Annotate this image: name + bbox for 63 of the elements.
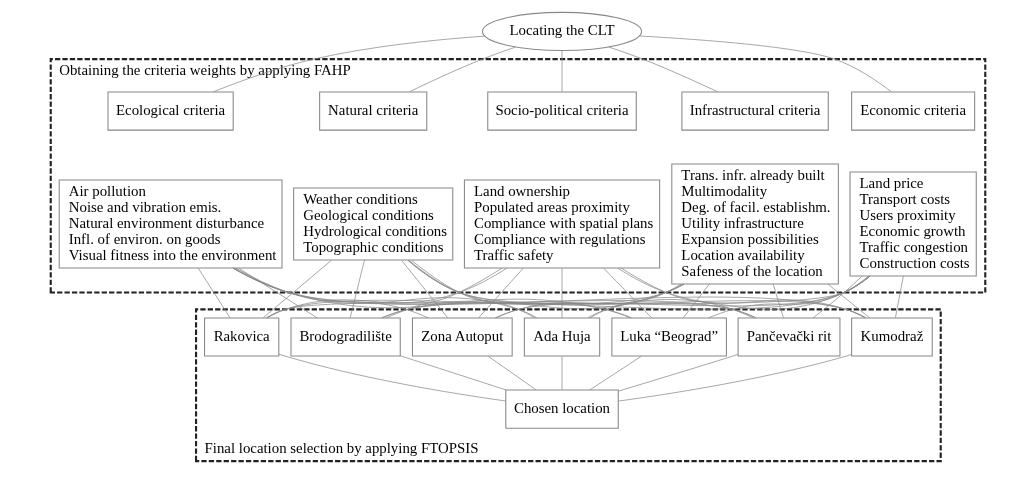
connector <box>381 275 871 319</box>
connector <box>232 267 867 319</box>
connector <box>895 275 904 318</box>
node-box: Air pollution Noise and vibration emis. Natural environment disturbance Infl. of environ. on goods Visual fitness into the environment <box>58 179 283 269</box>
node-box: Infrastructural criteria <box>681 91 829 131</box>
connector <box>278 353 507 402</box>
node-box: Socio-political criteria <box>487 91 637 131</box>
connector <box>238 267 318 319</box>
connector <box>233 267 538 319</box>
node-box: Weather conditions Geological conditions Hydrological conditions Topographic conditions <box>293 187 454 261</box>
node-box: Zona Autoput <box>411 317 513 357</box>
connector <box>772 283 784 318</box>
connector <box>683 283 710 318</box>
connector <box>385 267 503 319</box>
connector <box>603 267 653 319</box>
node-box: Land price Transport costs Users proximity Economic growth Traffic congestion Construction costs <box>849 171 977 277</box>
node-box: Brodogradilište <box>290 317 401 357</box>
node-box: Luka “Beograd” <box>611 317 727 357</box>
connector <box>561 50 563 93</box>
connector <box>561 267 563 319</box>
node-box: Land ownership Populated areas proximity Compliance with spatial plans Compliance with regulations Traffic safety <box>463 179 661 269</box>
connector <box>349 259 365 319</box>
connector <box>267 267 508 319</box>
node-box: Ada Huja <box>523 317 601 357</box>
connector <box>266 283 685 319</box>
connector <box>488 356 537 391</box>
node-box: Ecological criteria <box>107 91 234 131</box>
connector <box>212 35 486 93</box>
connector <box>561 356 563 390</box>
connector <box>266 275 871 319</box>
node-box: Chosen location <box>505 389 619 429</box>
node-box: Economic criteria <box>851 91 976 131</box>
connector <box>232 267 757 319</box>
connector <box>617 267 866 318</box>
node-ellipse: Locating the CLT <box>481 11 643 52</box>
node-box: Natural criteria <box>319 91 428 131</box>
connector <box>587 275 870 319</box>
connector <box>638 35 892 93</box>
connector <box>620 267 754 319</box>
connector <box>411 260 535 319</box>
connector <box>618 354 739 392</box>
node-box: Pančevački rit <box>737 317 841 357</box>
connector <box>708 275 869 319</box>
connector <box>262 259 332 319</box>
connector <box>407 259 866 319</box>
connector <box>400 355 507 391</box>
connector <box>232 267 632 319</box>
connector <box>235 267 429 319</box>
connector <box>478 267 524 319</box>
connector <box>617 354 852 402</box>
connector <box>812 275 863 319</box>
node-box: Trans. infr. already built Multimodality Deg. of facil. establishm. Utility infrastructure Expansion possibilities Location availability Safeness of the location <box>671 163 839 285</box>
node-box: Kumodraž <box>851 317 933 357</box>
connector <box>827 283 870 319</box>
connector <box>401 259 449 319</box>
connector <box>494 275 870 319</box>
connector <box>589 283 682 319</box>
connector <box>589 355 642 391</box>
connector <box>381 283 685 319</box>
connector <box>408 259 632 319</box>
node-box: Rakovica <box>204 317 280 357</box>
connector <box>495 283 684 319</box>
connector <box>197 267 231 319</box>
